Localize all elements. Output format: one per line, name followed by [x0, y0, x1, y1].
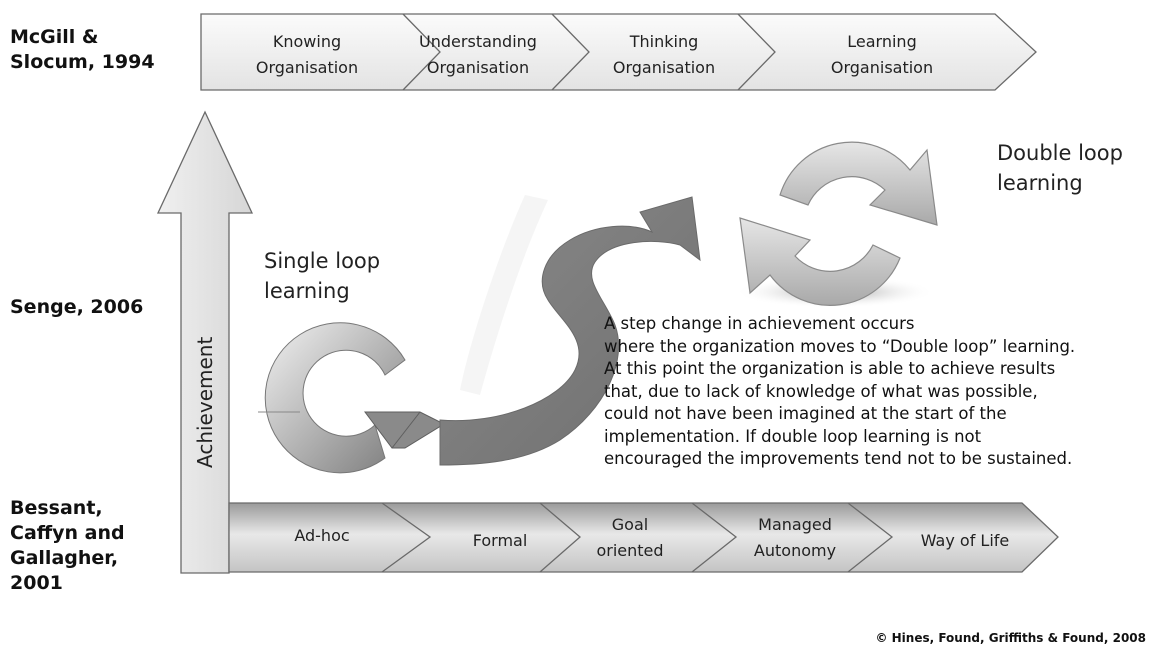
- stage-divider: [691, 502, 738, 573]
- phase-1-line-1: Knowing: [273, 32, 341, 51]
- stage-3-line-1: Goal: [612, 515, 648, 534]
- double-loop-label-line-1: Double loop: [997, 141, 1123, 165]
- single-loop-label: Single loop learning: [264, 246, 380, 306]
- author-mcgill-line-1: McGill &: [10, 26, 99, 48]
- phase-4-line-1: Learning: [847, 32, 916, 51]
- author-senge-line-1: Senge, 2006: [10, 296, 144, 318]
- author-bessant-line-3: Gallagher,: [10, 547, 119, 569]
- phase-2-line-1: Understanding: [419, 32, 537, 51]
- stage-divider: [381, 502, 432, 573]
- double-loop-label-line-2: learning: [997, 171, 1083, 195]
- author-mcgill-line-2: Slocum, 1994: [10, 51, 155, 73]
- phase-4-line-2: Organisation: [831, 58, 933, 77]
- stage-4-line-1: Managed: [758, 515, 832, 534]
- description-line: could not have been imagined at the star…: [604, 404, 1007, 423]
- copyright-notice: © Hines, Found, Griffiths & Found, 2008: [875, 631, 1146, 645]
- description-line: where the organization moves to “Double …: [604, 336, 1076, 356]
- phase-divider: [402, 13, 441, 91]
- single-loop-cycle-icon: [258, 322, 446, 474]
- double-loop-label: Double loop learning: [997, 138, 1123, 198]
- axis-label-achievement: Achievement: [193, 337, 217, 468]
- bottom-stage-arrow: [228, 502, 1059, 573]
- stage-2: Formal: [473, 531, 528, 550]
- step-change-description: A step change in achievement occurs wher…: [604, 313, 1160, 471]
- phase-divider: [551, 13, 590, 91]
- description-line: implementation. If double loop learning …: [604, 426, 982, 446]
- stage-divider: [847, 502, 894, 573]
- single-loop-label-line-1: Single loop: [264, 249, 381, 273]
- description-line: A step change in achievement occurs: [604, 314, 915, 333]
- top-phase-arrow: [200, 13, 1037, 91]
- bottom-stage-labels: Ad-hoc Formal Goal oriented Managed Auto…: [294, 515, 1009, 560]
- single-loop-label-line-2: learning: [264, 279, 350, 303]
- phase-1-line-2: Organisation: [256, 58, 358, 77]
- phase-2-line-2: Organisation: [427, 58, 529, 77]
- description-line: At this point the organization is able t…: [604, 359, 1056, 378]
- stage-5: Way of Life: [921, 531, 1010, 550]
- author-mcgill: McGill & Slocum, 1994: [10, 25, 155, 75]
- double-loop-cycle-icon: [735, 141, 938, 308]
- author-bessant-line-4: 2001: [10, 572, 63, 594]
- author-bessant: Bessant, Caffyn and Gallagher, 2001: [10, 496, 125, 596]
- author-bessant-line-1: Bessant,: [10, 497, 103, 519]
- phase-3-line-2: Organisation: [613, 58, 715, 77]
- author-senge: Senge, 2006: [10, 295, 143, 320]
- description-line: encouraged the improvements tend not to …: [604, 449, 1073, 468]
- step-change-s-arrow: [439, 195, 701, 466]
- stage-1: Ad-hoc: [294, 526, 349, 545]
- description-line: that, due to lack of knowledge of what w…: [604, 381, 1038, 401]
- phase-divider: [737, 13, 776, 91]
- phase-3-line-1: Thinking: [629, 32, 699, 51]
- stage-3-line-2: oriented: [596, 541, 663, 560]
- top-phase-labels: Knowing Organisation Understanding Organ…: [256, 32, 933, 77]
- stage-divider: [539, 502, 581, 573]
- author-bessant-line-2: Caffyn and: [10, 522, 125, 544]
- stage-4-line-2: Autonomy: [754, 541, 836, 560]
